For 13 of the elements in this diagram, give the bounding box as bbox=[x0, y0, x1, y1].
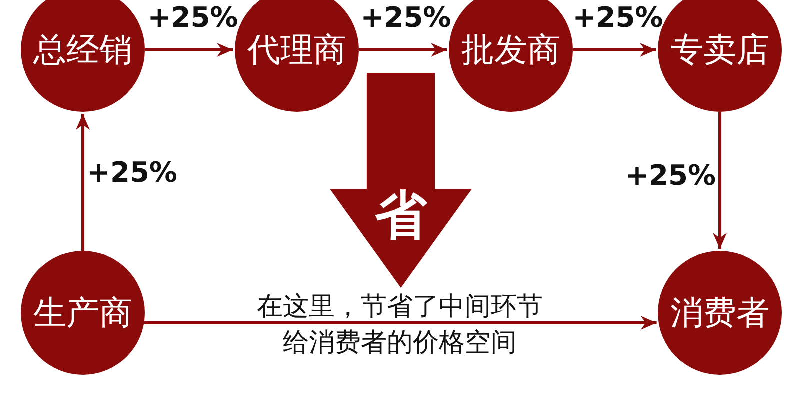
stage-circle: 总经销 bbox=[21, 0, 145, 112]
arrow bbox=[713, 112, 727, 249]
edge-label: 在这里，节省了中间环节给消费者的价格空间 bbox=[256, 291, 544, 360]
edge-label: +25% bbox=[87, 157, 178, 189]
edge-label: +25% bbox=[624, 160, 716, 192]
arrow bbox=[76, 114, 90, 251]
arrow bbox=[144, 316, 657, 330]
arrow bbox=[573, 43, 656, 57]
arrow bbox=[359, 43, 447, 57]
stage-circle: 消费者 bbox=[658, 251, 782, 375]
arrow bbox=[145, 43, 233, 57]
stage-circle: 生产商 bbox=[21, 251, 145, 375]
stage-circle: 批发商 bbox=[449, 0, 573, 112]
